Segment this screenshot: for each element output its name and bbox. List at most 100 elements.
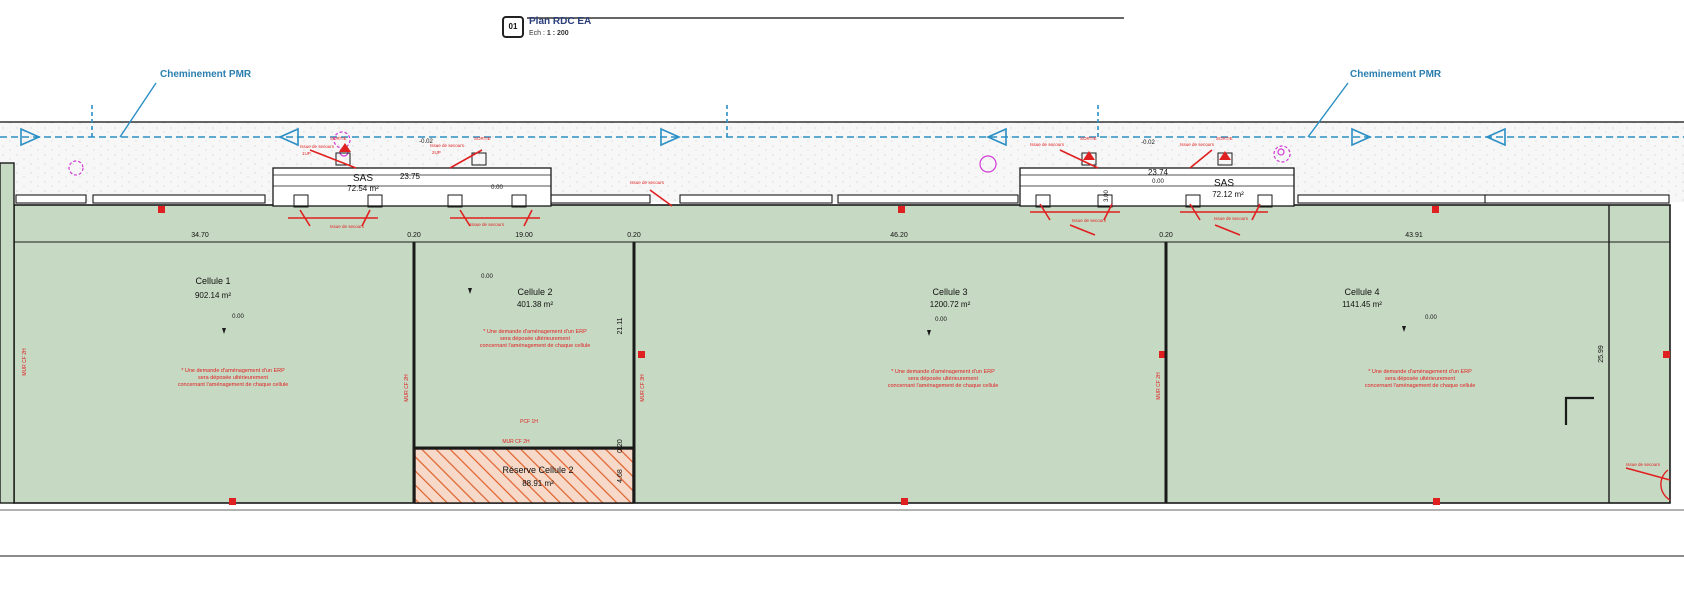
- cell-4-width: 43.91: [1405, 232, 1423, 239]
- exit-issue-label: Issue de secours: [470, 222, 505, 227]
- glazing-panel: [15, 194, 87, 204]
- door-symbol: [335, 152, 351, 166]
- level-markers: [222, 288, 1406, 336]
- glazing-panel: [92, 194, 266, 204]
- wall-label-2-3: MUR CF 3H: [640, 374, 646, 402]
- pmr-arrow-right: [660, 127, 681, 147]
- cell-4-note-line: * Une demande d'aménagement d'un ERP: [1368, 369, 1472, 375]
- red-square: [1159, 351, 1166, 358]
- red-square: [158, 206, 165, 213]
- door-symbol: [471, 152, 487, 166]
- exit-issue-label: Issue de secours: [1072, 218, 1107, 223]
- door-symbol: [293, 194, 309, 208]
- circle-marker: [1273, 145, 1291, 163]
- cell-1-note-line: concernant l'aménagement de chaque cellu…: [178, 382, 289, 388]
- glazing-panel: [547, 194, 651, 204]
- corner-symbol: [1564, 396, 1594, 425]
- cell-1-width: 34.70: [191, 232, 209, 239]
- cell-3-note-line: sera déposée ultérieurement: [908, 376, 978, 382]
- pmr-label-right: Cheminement PMR: [1350, 69, 1442, 80]
- pmr-arrow-left: [1485, 127, 1506, 147]
- exit-issue-label: Issue de secours: [1030, 142, 1065, 147]
- plan-scale: Ech : 1 : 200: [529, 30, 569, 37]
- sas-left-name: SAS: [353, 173, 373, 184]
- floor-area: [13, 204, 1671, 504]
- wall-label-cell1-left: MUR CF 2H: [22, 348, 28, 376]
- sidewalk-texture: [0, 122, 1684, 202]
- glazing-panel: [679, 194, 833, 204]
- partition-walls: [412, 205, 1610, 503]
- exit-sortie-label: SORTIE: [330, 136, 347, 141]
- exit-path: [288, 209, 378, 227]
- red-square: [638, 351, 645, 358]
- glazing-panel: [1297, 194, 1489, 204]
- pmr-leader-right: [1307, 82, 1349, 138]
- sas-right-level-top: -0.02: [1141, 140, 1155, 146]
- cell-3-note-line: concernant l'aménagement de chaque cellu…: [888, 383, 999, 389]
- door-symbol: [1185, 194, 1201, 208]
- cell-2-area: 401.38 m²: [517, 300, 553, 309]
- exit-path: [309, 149, 483, 169]
- cell-2-note-line: sera déposée ultérieurement: [500, 336, 570, 342]
- cell-3-note-line: * Une demande d'aménagement d'un ERP: [891, 369, 995, 375]
- cell-4-area: 1141.45 m²: [1342, 300, 1382, 309]
- exit-issue-label: Issue de secours: [330, 224, 365, 229]
- cell-2-note-line: * Une demande d'aménagement d'un ERP: [483, 329, 587, 335]
- sas-right-name: SAS: [1214, 178, 1234, 189]
- cell-2-width: 19.00: [515, 232, 533, 239]
- exit-uf-label: 1UP: [302, 151, 311, 156]
- red-square: [901, 498, 908, 505]
- sas-left-dim: 23.75: [400, 172, 421, 181]
- sas-right-structure: [1019, 167, 1295, 207]
- reserve-area: 88.91 m²: [522, 479, 554, 488]
- cell-4-name: Cellule 4: [1344, 287, 1379, 297]
- level-marker: [222, 328, 226, 334]
- sas-right-dim-v: 3.00: [1104, 190, 1110, 202]
- cell-4-note-line: sera déposée ultérieurement: [1385, 376, 1455, 382]
- plan-title: Plan RDC EA: [529, 16, 592, 27]
- cell-3-name: Cellule 3: [932, 287, 967, 297]
- red-square: [1432, 206, 1439, 213]
- reserve-name: Réserve Cellule 2: [502, 465, 573, 475]
- sas-left-level: 0.00: [491, 185, 503, 191]
- view-number-badge: 01: [502, 16, 524, 38]
- exit-path: [450, 209, 540, 227]
- red-triangle: [1219, 151, 1231, 160]
- pmr-leader-left: [119, 82, 157, 138]
- exit-annotations: Issue de secours 1UP SORTIE Issue de sec…: [300, 136, 1661, 467]
- reserve-door-label: PCF 1H: [520, 419, 538, 425]
- glazing-panel: [1484, 194, 1670, 204]
- building-depth: 25.99: [1598, 345, 1605, 363]
- cell-3-note: * Une demande d'aménagement d'un ERP ser…: [888, 369, 999, 389]
- sas-right-area: 72.12 m²: [1212, 190, 1244, 199]
- facade-glazing: [15, 194, 1670, 204]
- reserve-wall-dim: 0.20: [617, 439, 624, 453]
- cell-2-depth: 21.11: [617, 317, 624, 334]
- sas-right-level: 0.00: [1152, 179, 1164, 185]
- sas-right-dim: 23.74: [1148, 168, 1169, 177]
- door-symbol: [1257, 194, 1273, 208]
- cell-3-level: 0.00: [935, 317, 947, 323]
- exit-sortie-label: SORTIE: [474, 136, 491, 141]
- scale-label: Ech :: [529, 30, 545, 37]
- cell-1-note: * Une demande d'aménagement d'un ERP ser…: [178, 368, 289, 388]
- exit-path: [1180, 203, 1268, 221]
- exit-path: [1030, 203, 1120, 221]
- circle-marker: [1277, 148, 1285, 156]
- left-stub: [0, 162, 15, 504]
- reserve-room: [414, 448, 634, 504]
- sas-left-structure: [272, 167, 552, 207]
- cell-3-width: 46.20: [890, 232, 908, 239]
- cell-1-note-line: * Une demande d'aménagement d'un ERP: [181, 368, 285, 374]
- exit-path: [1069, 224, 1241, 236]
- cell-1-level: 0.00: [232, 314, 244, 320]
- exit-issue-label: Issue de secours: [1214, 216, 1249, 221]
- pmr-arrow-right: [1351, 127, 1372, 147]
- exit-sortie-label: SORTIE: [1080, 136, 1097, 141]
- exit-path: [649, 189, 673, 207]
- door-symbol: [1097, 194, 1113, 208]
- cell-1-area: 902.14 m²: [195, 291, 231, 300]
- cell-2-note: * Une demande d'aménagement d'un ERP ser…: [480, 329, 591, 349]
- red-square: [229, 498, 236, 505]
- exit-issue-label: Issue de secours: [430, 143, 465, 148]
